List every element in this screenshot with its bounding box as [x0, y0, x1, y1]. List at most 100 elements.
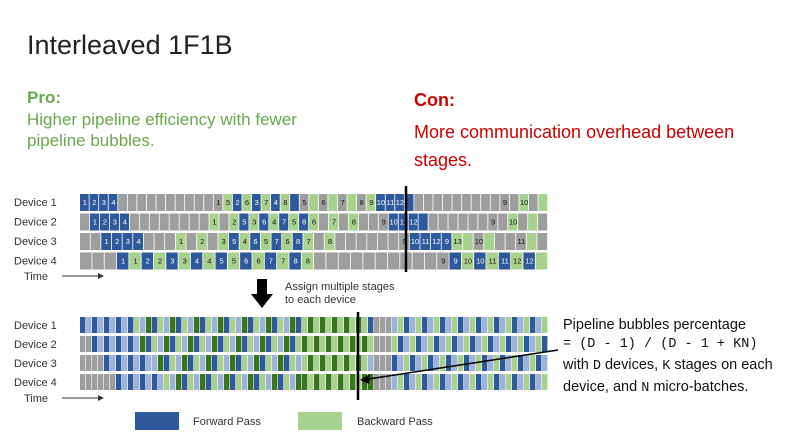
- schedule-cell: [438, 213, 448, 231]
- cell-label: 10: [476, 257, 484, 266]
- schedule-cell: [229, 213, 239, 231]
- schedule-cell: [111, 233, 122, 250]
- cell-label: 12: [513, 257, 521, 266]
- schedule-cell: [116, 355, 122, 371]
- schedule-cell: [524, 317, 530, 333]
- schedule-cell: [200, 374, 206, 390]
- schedule-cell: [345, 233, 356, 250]
- schedule-cell: [116, 374, 122, 390]
- note-formula: = (D - 1) / (D - 1 + KN): [563, 337, 758, 352]
- schedule-cell: [242, 317, 248, 333]
- schedule-cell: [158, 336, 164, 352]
- schedule-cell: [80, 336, 86, 352]
- schedule-cell: [146, 374, 152, 390]
- cell-label: 5: [264, 237, 268, 246]
- schedule-cell: [309, 194, 318, 211]
- pro-heading: Pro:: [27, 88, 61, 107]
- cell-label: 10: [377, 198, 385, 207]
- cell-label: 4: [123, 218, 127, 227]
- cell-label: 6: [244, 257, 248, 266]
- schedule-cell: [385, 194, 395, 211]
- schedule-cell: [284, 317, 290, 333]
- schedule-cell: [350, 336, 356, 352]
- schedule-cell: [206, 336, 212, 352]
- schedule-cell: [308, 355, 314, 371]
- schedule-cell: [488, 374, 494, 390]
- device-label: Device 1: [14, 320, 57, 332]
- schedule-cell: [423, 194, 433, 211]
- schedule-cell: [139, 213, 149, 231]
- pro-text: Higher pipeline efficiency with fewer pi…: [27, 110, 297, 150]
- cell-label: 6: [321, 198, 325, 207]
- note-line-3: with D devices, K stages on each: [563, 355, 799, 377]
- schedule-cell: [542, 336, 548, 352]
- schedule-cell: [350, 355, 356, 371]
- schedule-cell: [212, 355, 218, 371]
- schedule-cell: [470, 317, 476, 333]
- schedule-cell: [506, 317, 512, 333]
- cell-label: 1: [121, 257, 125, 266]
- schedule-cell: [386, 336, 392, 352]
- cell-label: 5: [292, 218, 296, 227]
- schedule-cell: [194, 317, 200, 333]
- schedule-cell: [176, 317, 182, 333]
- time-arrow-head: [98, 273, 104, 279]
- schedule-cell: [478, 213, 488, 231]
- schedule-cell: [509, 194, 519, 211]
- cell-label: 7: [341, 198, 345, 207]
- schedule-cell: [410, 355, 416, 371]
- schedule-cell: [164, 374, 170, 390]
- schedule-cell: [537, 233, 548, 250]
- schedule-cell: [260, 233, 271, 250]
- schedule-cell: [284, 355, 290, 371]
- schedule-cell: [366, 194, 376, 211]
- schedule-cell: [464, 336, 470, 352]
- cell-label: 1: [105, 237, 109, 246]
- cell-label: 2: [146, 257, 150, 266]
- schedule-cell: [86, 336, 92, 352]
- cell-label: 9: [503, 198, 507, 207]
- cell-label: 6: [285, 237, 289, 246]
- cell-label: 1: [83, 198, 87, 207]
- schedule-cell: [199, 213, 209, 231]
- cell-label: 3: [255, 198, 259, 207]
- schedule-cell: [398, 317, 404, 333]
- cell-label: 9: [454, 257, 458, 266]
- schedule-cell: [236, 374, 242, 390]
- cell-label: 5: [302, 198, 306, 207]
- cell-label: 8: [328, 237, 332, 246]
- note-line-1: Pipeline bubbles percentage: [563, 317, 746, 333]
- cell-label: 8: [360, 198, 364, 207]
- cell-label: 4: [243, 237, 247, 246]
- schedule-cell: [388, 213, 398, 231]
- time-label: Time: [24, 271, 48, 283]
- note-l3b: devices,: [600, 357, 663, 373]
- schedule-cell: [474, 252, 486, 270]
- schedule-cell: [278, 374, 284, 390]
- schedule-cell: [350, 252, 363, 270]
- cell-label: 4: [136, 237, 140, 246]
- cell-label: 4: [111, 198, 115, 207]
- schedule-cell: [98, 317, 104, 333]
- schedule-cell: [284, 374, 290, 390]
- schedule-cell: [80, 252, 92, 270]
- cell-label: 1: [216, 198, 220, 207]
- schedule-cell: [368, 374, 374, 390]
- schedule-cell: [542, 374, 548, 390]
- schedule-cell: [218, 355, 224, 371]
- schedule-cell: [410, 374, 416, 390]
- schedule-cell: [266, 317, 272, 333]
- schedule-cell: [236, 355, 242, 371]
- schedule-cell: [290, 336, 296, 352]
- schedule-cell: [92, 374, 98, 390]
- schedule-cell: [422, 355, 428, 371]
- schedule-cell: [338, 374, 344, 390]
- schedule-cell: [302, 374, 308, 390]
- schedule-cell: [362, 317, 368, 333]
- schedule-cell: [224, 336, 230, 352]
- schedule-cell: [505, 233, 516, 250]
- schedule-cell: [518, 336, 524, 352]
- schedule-cell: [251, 194, 261, 211]
- schedule-cell: [518, 374, 524, 390]
- schedule-cell: [170, 374, 176, 390]
